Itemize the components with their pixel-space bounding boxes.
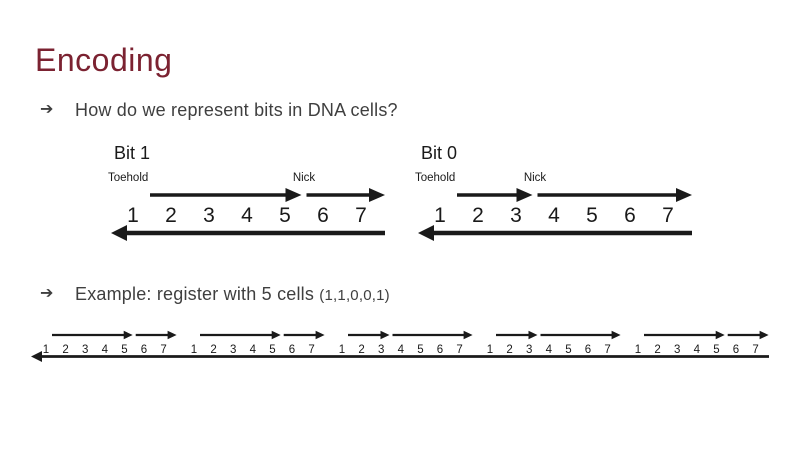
domain-number: 5 [713,344,719,356]
domain-number: 4 [548,204,560,227]
domain-number: 2 [62,344,68,356]
domain-number: 2 [472,204,484,227]
domain-number: 3 [230,344,236,356]
strand-arrowhead-icon [516,188,533,202]
bullet-example-cell-values: (1,1,0,0,1) [319,287,390,304]
toehold-label: Toehold [108,172,148,184]
domain-number: 3 [378,344,384,356]
domain-number: 3 [510,204,522,227]
domain-number: 5 [565,344,571,356]
domain-number: 2 [654,344,660,356]
domain-number: 3 [203,204,215,227]
strand-arrowhead-icon [528,330,538,340]
domain-number: 7 [604,344,610,356]
domain-number: 6 [317,204,329,227]
bullet-question-text: How do we represent bits in DNA cells? [75,100,398,120]
strand-arrowhead-icon [611,330,621,340]
domain-number: 1 [43,344,49,356]
domain-number: 2 [210,344,216,356]
strand-arrowhead-icon [759,330,769,340]
domain-number: 4 [250,344,257,356]
domain-number: 3 [526,344,532,356]
strand-arrowhead-icon [369,188,385,202]
bullet-example-text: Example: register with 5 cells (1,1,0,0,… [75,283,390,307]
domain-number: 5 [279,204,291,227]
domain-number: 1 [635,344,641,356]
domain-number: 6 [624,204,636,227]
nick-label: Nick [524,172,547,184]
domain-number: 7 [752,344,758,356]
strand-arrowhead-icon [463,330,473,340]
strand-arrowhead-icon [315,330,325,340]
domain-number: 4 [241,204,253,227]
domain-number: 5 [269,344,275,356]
domain-number: 4 [398,344,405,356]
domain-number: 1 [339,344,345,356]
domain-number: 5 [586,204,598,227]
strand-arrowhead-icon [676,188,692,202]
bullet-example-main: Example: register with 5 cells [75,284,320,304]
strand-arrowhead-icon [285,188,302,202]
bit1-strand-diagram: 1 2 3 4 5 6 7 Bit 1 Toehold Nick [108,143,385,241]
domain-number: 6 [733,344,739,356]
domain-number: 2 [506,344,512,356]
domain-number: 5 [417,344,423,356]
domain-number: 1 [487,344,493,356]
toehold-label: Toehold [415,172,455,184]
domain-number: 7 [355,204,367,227]
domain-number: 6 [289,344,295,356]
bullet-example: ➔ Example: register with 5 cells (1,1,0,… [40,283,390,307]
domain-number: 7 [456,344,462,356]
domain-number: 5 [121,344,127,356]
domain-number: 6 [585,344,591,356]
strand-arrowhead-icon [123,330,133,340]
page-title: Encoding [35,42,173,78]
domain-number: 6 [437,344,443,356]
strand-arrowhead-icon [715,330,725,340]
domain-number: 4 [102,344,109,356]
domain-number: 7 [308,344,314,356]
domain-number: 7 [160,344,166,356]
bit-label: Bit 1 [114,143,150,163]
domain-number: 4 [546,344,553,356]
strand-arrowhead-icon [271,330,281,340]
domain-number: 1 [434,204,446,227]
domain-number: 3 [82,344,88,356]
domain-number: 1 [127,204,139,227]
domain-number: 4 [694,344,701,356]
strand-arrowhead-icon [380,330,390,340]
strand-arrowhead-icon [111,225,127,241]
bit0-strand-diagram: 1 2 3 4 5 6 7 Bit 0 Toehold Nick [415,143,692,241]
domain-number: 6 [141,344,147,356]
bit-label: Bit 0 [421,143,457,163]
strand-arrowhead-icon [167,330,177,340]
arrow-bullet-icon: ➔ [40,285,54,302]
bullet-question: ➔ How do we represent bits in DNA cells? [40,99,398,121]
domain-number: 1 [191,344,197,356]
nick-label: Nick [293,172,316,184]
domain-number: 2 [358,344,364,356]
domain-number: 7 [662,204,674,227]
strand-arrowhead-icon [31,351,42,362]
strand-arrowhead-icon [418,225,434,241]
domain-number: 2 [165,204,177,227]
arrow-bullet-icon: ➔ [40,101,54,118]
domain-number: 3 [674,344,680,356]
